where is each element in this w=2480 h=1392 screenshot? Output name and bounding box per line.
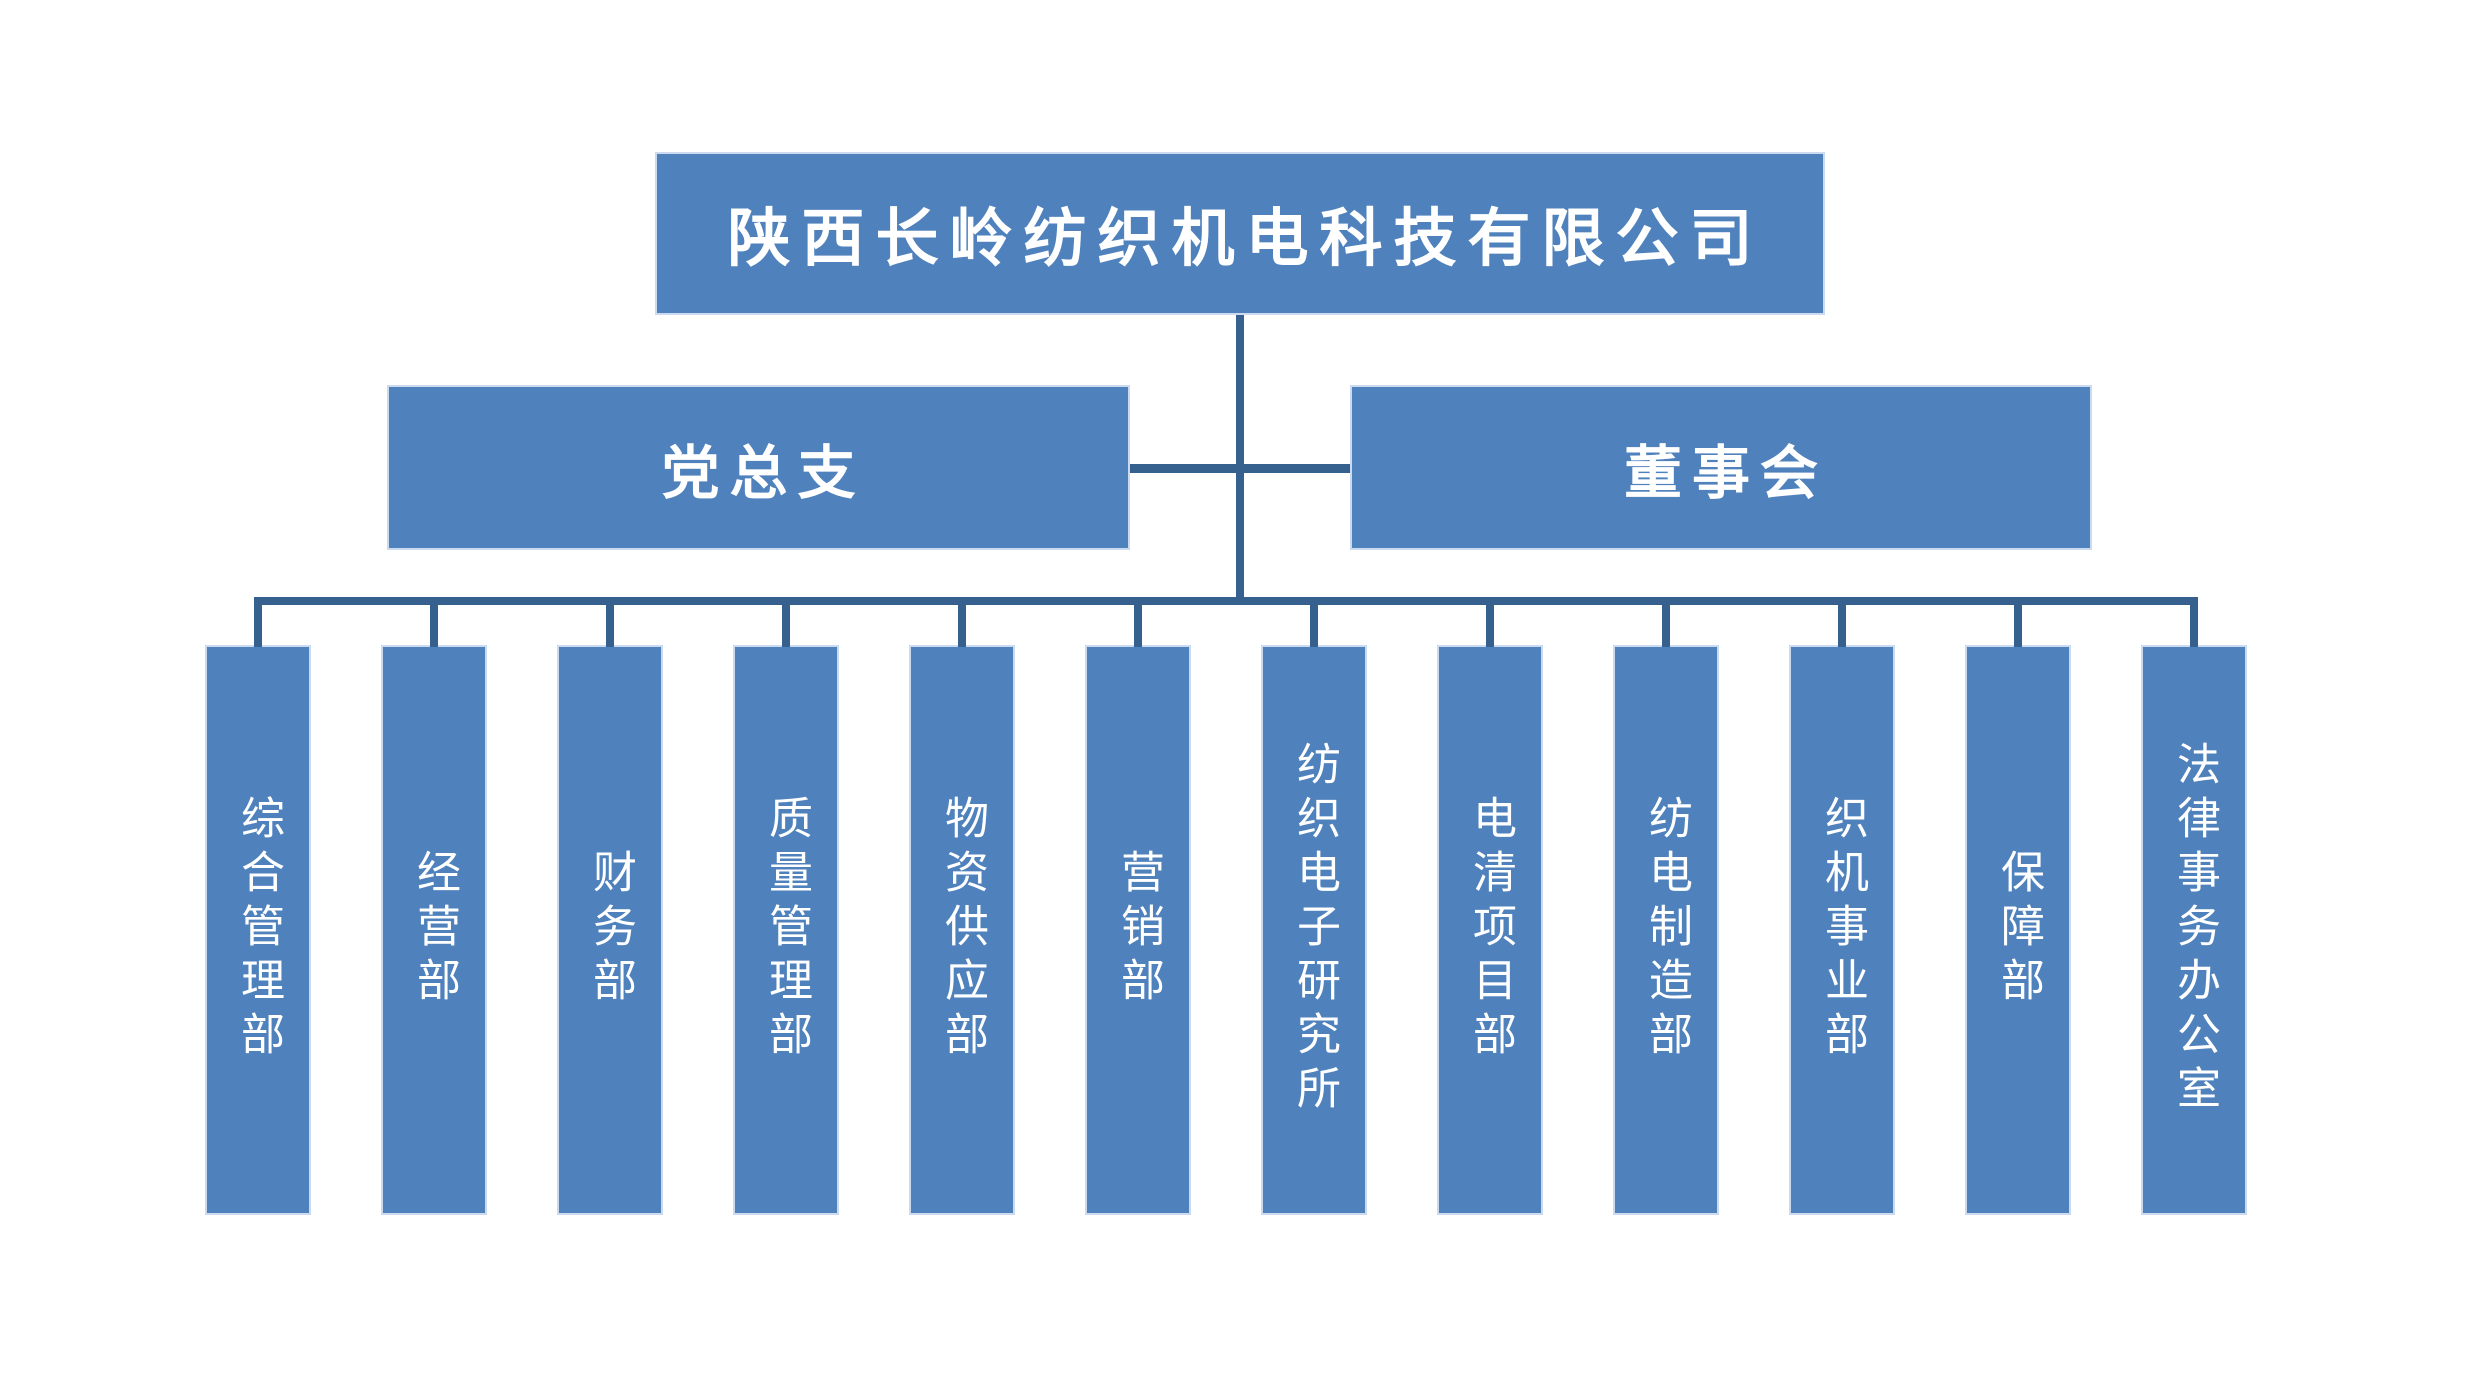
department-label: 经营部: [409, 849, 460, 1011]
department-label: 电清项目部: [1465, 795, 1516, 1065]
department-label: 财务部: [585, 849, 636, 1011]
org-node-department: 质量管理部: [733, 605, 839, 1215]
department-label: 物资供应部: [937, 795, 988, 1065]
org-node-department: 物资供应部: [909, 605, 1015, 1215]
department-label: 保障部: [1993, 849, 2044, 1011]
org-node-department: 保障部: [1965, 605, 2071, 1215]
org-node-board-of-directors: 董事会: [1350, 385, 2092, 550]
org-node-department: 纺织电子研究所: [1261, 605, 1367, 1215]
org-node-department: 电清项目部: [1437, 605, 1543, 1215]
department-label: 综合管理部: [233, 795, 284, 1065]
connector-root-to-bus: [1236, 315, 1244, 605]
department-label: 营销部: [1113, 849, 1164, 1011]
org-node-department: 营销部: [1085, 605, 1191, 1215]
org-node-department: 综合管理部: [205, 605, 311, 1215]
department-label: 法律事务办公室: [2169, 741, 2220, 1119]
org-node-department: 财务部: [557, 605, 663, 1215]
org-node-department: 经营部: [381, 605, 487, 1215]
org-node-party-branch: 党总支: [387, 385, 1130, 550]
department-label: 织机事业部: [1817, 795, 1868, 1065]
connector-party-to-board: [1130, 464, 1350, 473]
department-label: 纺电制造部: [1641, 795, 1692, 1065]
department-label: 纺织电子研究所: [1289, 741, 1340, 1119]
connector-department-bus: [254, 597, 2198, 605]
org-node-department: 法律事务办公室: [2141, 605, 2247, 1215]
org-node-department: 纺电制造部: [1613, 605, 1719, 1215]
org-node-company-title: 陕西长岭纺织机电科技有限公司: [655, 152, 1825, 315]
org-node-department: 织机事业部: [1789, 605, 1895, 1215]
department-label: 质量管理部: [761, 795, 812, 1065]
department-row: 综合管理部 经营部 财务部 质量管理部 物资供应部 营销部 纺织电子研究所 电清…: [205, 605, 2247, 1215]
